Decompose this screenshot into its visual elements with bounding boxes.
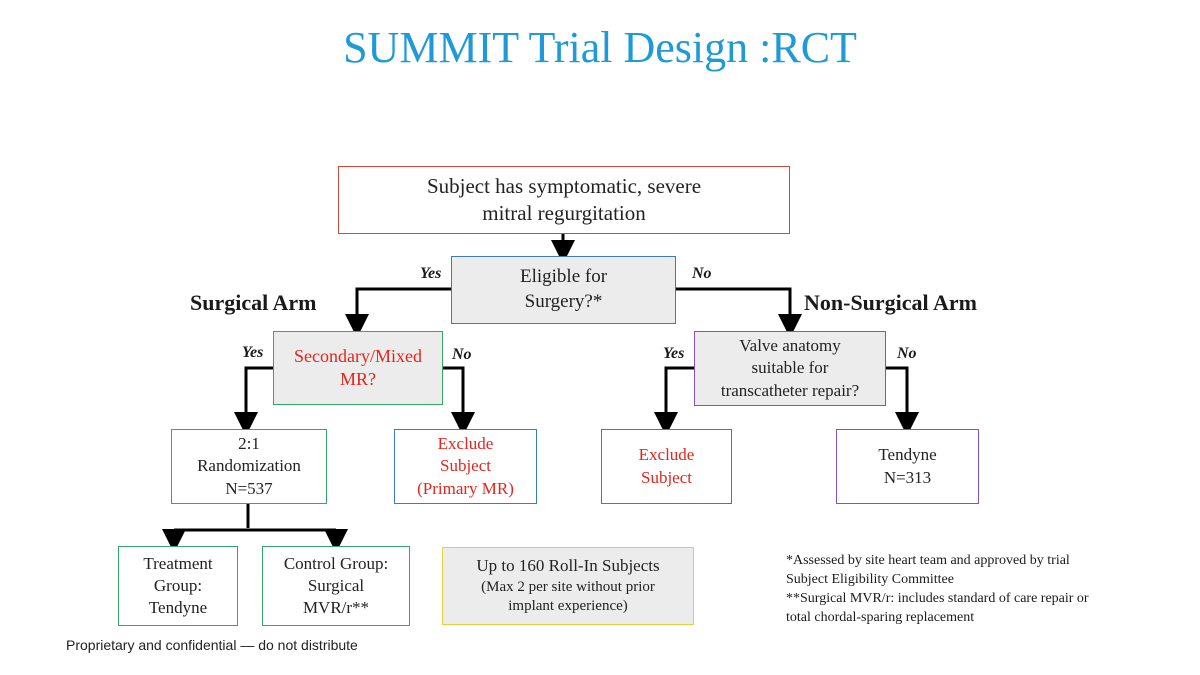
exclude-primary-mr-box: Exclude Subject (Primary MR) xyxy=(394,429,537,504)
start-line-1: Subject has symptomatic, severe xyxy=(426,173,702,198)
arrow-secondary-no xyxy=(443,366,475,436)
yes-label-eligibility: Yes xyxy=(420,265,442,282)
roll-in-line-1: Up to 160 Roll-In Subjects xyxy=(476,556,660,576)
footnote-line-2: Subject Eligibility Committee xyxy=(786,571,954,587)
tendyne-line-1: Tendyne xyxy=(878,445,937,465)
treatment-group-box: Treatment Group: Tendyne xyxy=(118,546,238,626)
footnote-line-1: *Assessed by site heart team and approve… xyxy=(786,553,1070,568)
valve-anatomy-line-1: Valve anatomy xyxy=(739,336,841,356)
no-label-eligibility: No xyxy=(692,265,712,282)
valve-anatomy-line-3: transcatheter repair? xyxy=(720,380,860,400)
control-line-1: Control Group: xyxy=(283,553,389,573)
valve-anatomy-line-2: suitable for xyxy=(751,358,829,378)
exclude-primary-line-1: Exclude xyxy=(437,434,494,454)
arrow-eligible-yes xyxy=(345,287,451,338)
tendyne-box: Tendyne N=313 xyxy=(836,429,979,504)
start-line-2: mitral regurgitation xyxy=(482,201,646,225)
no-label-secondary: No xyxy=(452,346,472,363)
no-label-valve: No xyxy=(897,345,917,362)
yes-label-valve: Yes xyxy=(663,345,685,362)
randomization-box: 2:1 Randomization N=537 xyxy=(171,429,327,504)
control-line-3: MVR/r** xyxy=(302,598,370,618)
exclude-primary-line-2: Subject xyxy=(440,456,491,476)
surgical-arm-label: Surgical Arm xyxy=(190,290,317,315)
treatment-line-3: Tendyne xyxy=(148,598,208,618)
secondary-mr-line-1: Secondary/Mixed xyxy=(294,345,422,366)
eligibility-line-2: Surgery?* xyxy=(524,291,603,312)
control-group-box: Control Group: Surgical MVR/r** xyxy=(262,546,410,626)
arrow-eligible-no xyxy=(676,287,802,338)
valve-anatomy-box: Valve anatomy suitable for transcatheter… xyxy=(694,331,886,406)
tendyne-line-2: N=313 xyxy=(883,467,932,487)
page-title: SUMMIT Trial Design :RCT xyxy=(343,23,857,72)
control-line-2: Surgical xyxy=(307,575,365,595)
exclude-primary-line-3: (Primary MR) xyxy=(417,478,514,498)
arrow-secondary-yes xyxy=(234,366,273,436)
secondary-mr-box: Secondary/Mixed MR? xyxy=(273,331,443,405)
randomization-line-3: N=537 xyxy=(225,478,273,498)
exclude-subject-line-1: Exclude xyxy=(638,445,695,465)
footnotes: *Assessed by site heart team and approve… xyxy=(786,552,1166,628)
roll-in-line-3: implant experience) xyxy=(508,598,628,615)
secondary-mr-line-2: MR? xyxy=(340,369,376,389)
yes-label-secondary: Yes xyxy=(242,344,264,361)
start-box: Subject has symptomatic, severe mitral r… xyxy=(338,166,790,234)
non-surgical-arm-label: Non-Surgical Arm xyxy=(804,290,977,315)
arrow-valve-yes xyxy=(654,366,694,436)
footnote-line-4: total chordal-sparing replacement xyxy=(786,609,975,625)
roll-in-box: Up to 160 Roll-In Subjects (Max 2 per si… xyxy=(442,547,694,625)
confidentiality-footer: Proprietary and confidential — do not di… xyxy=(66,637,358,653)
treatment-line-1: Treatment xyxy=(143,553,213,573)
eligibility-line-1: Eligible for xyxy=(519,266,608,288)
exclude-subject-line-2: Subject xyxy=(641,467,692,487)
arrow-valve-no xyxy=(886,366,919,436)
treatment-line-2: Group: xyxy=(153,575,203,595)
eligibility-box: Eligible for Surgery?* xyxy=(451,256,676,324)
randomization-line-1: 2:1 xyxy=(238,434,260,454)
exclude-subject-box: Exclude Subject xyxy=(601,429,732,504)
roll-in-line-2: (Max 2 per site without prior xyxy=(481,578,655,595)
randomization-line-2: Randomization xyxy=(197,456,301,476)
footnote-line-3: **Surgical MVR/r: includes standard of c… xyxy=(786,590,1089,606)
